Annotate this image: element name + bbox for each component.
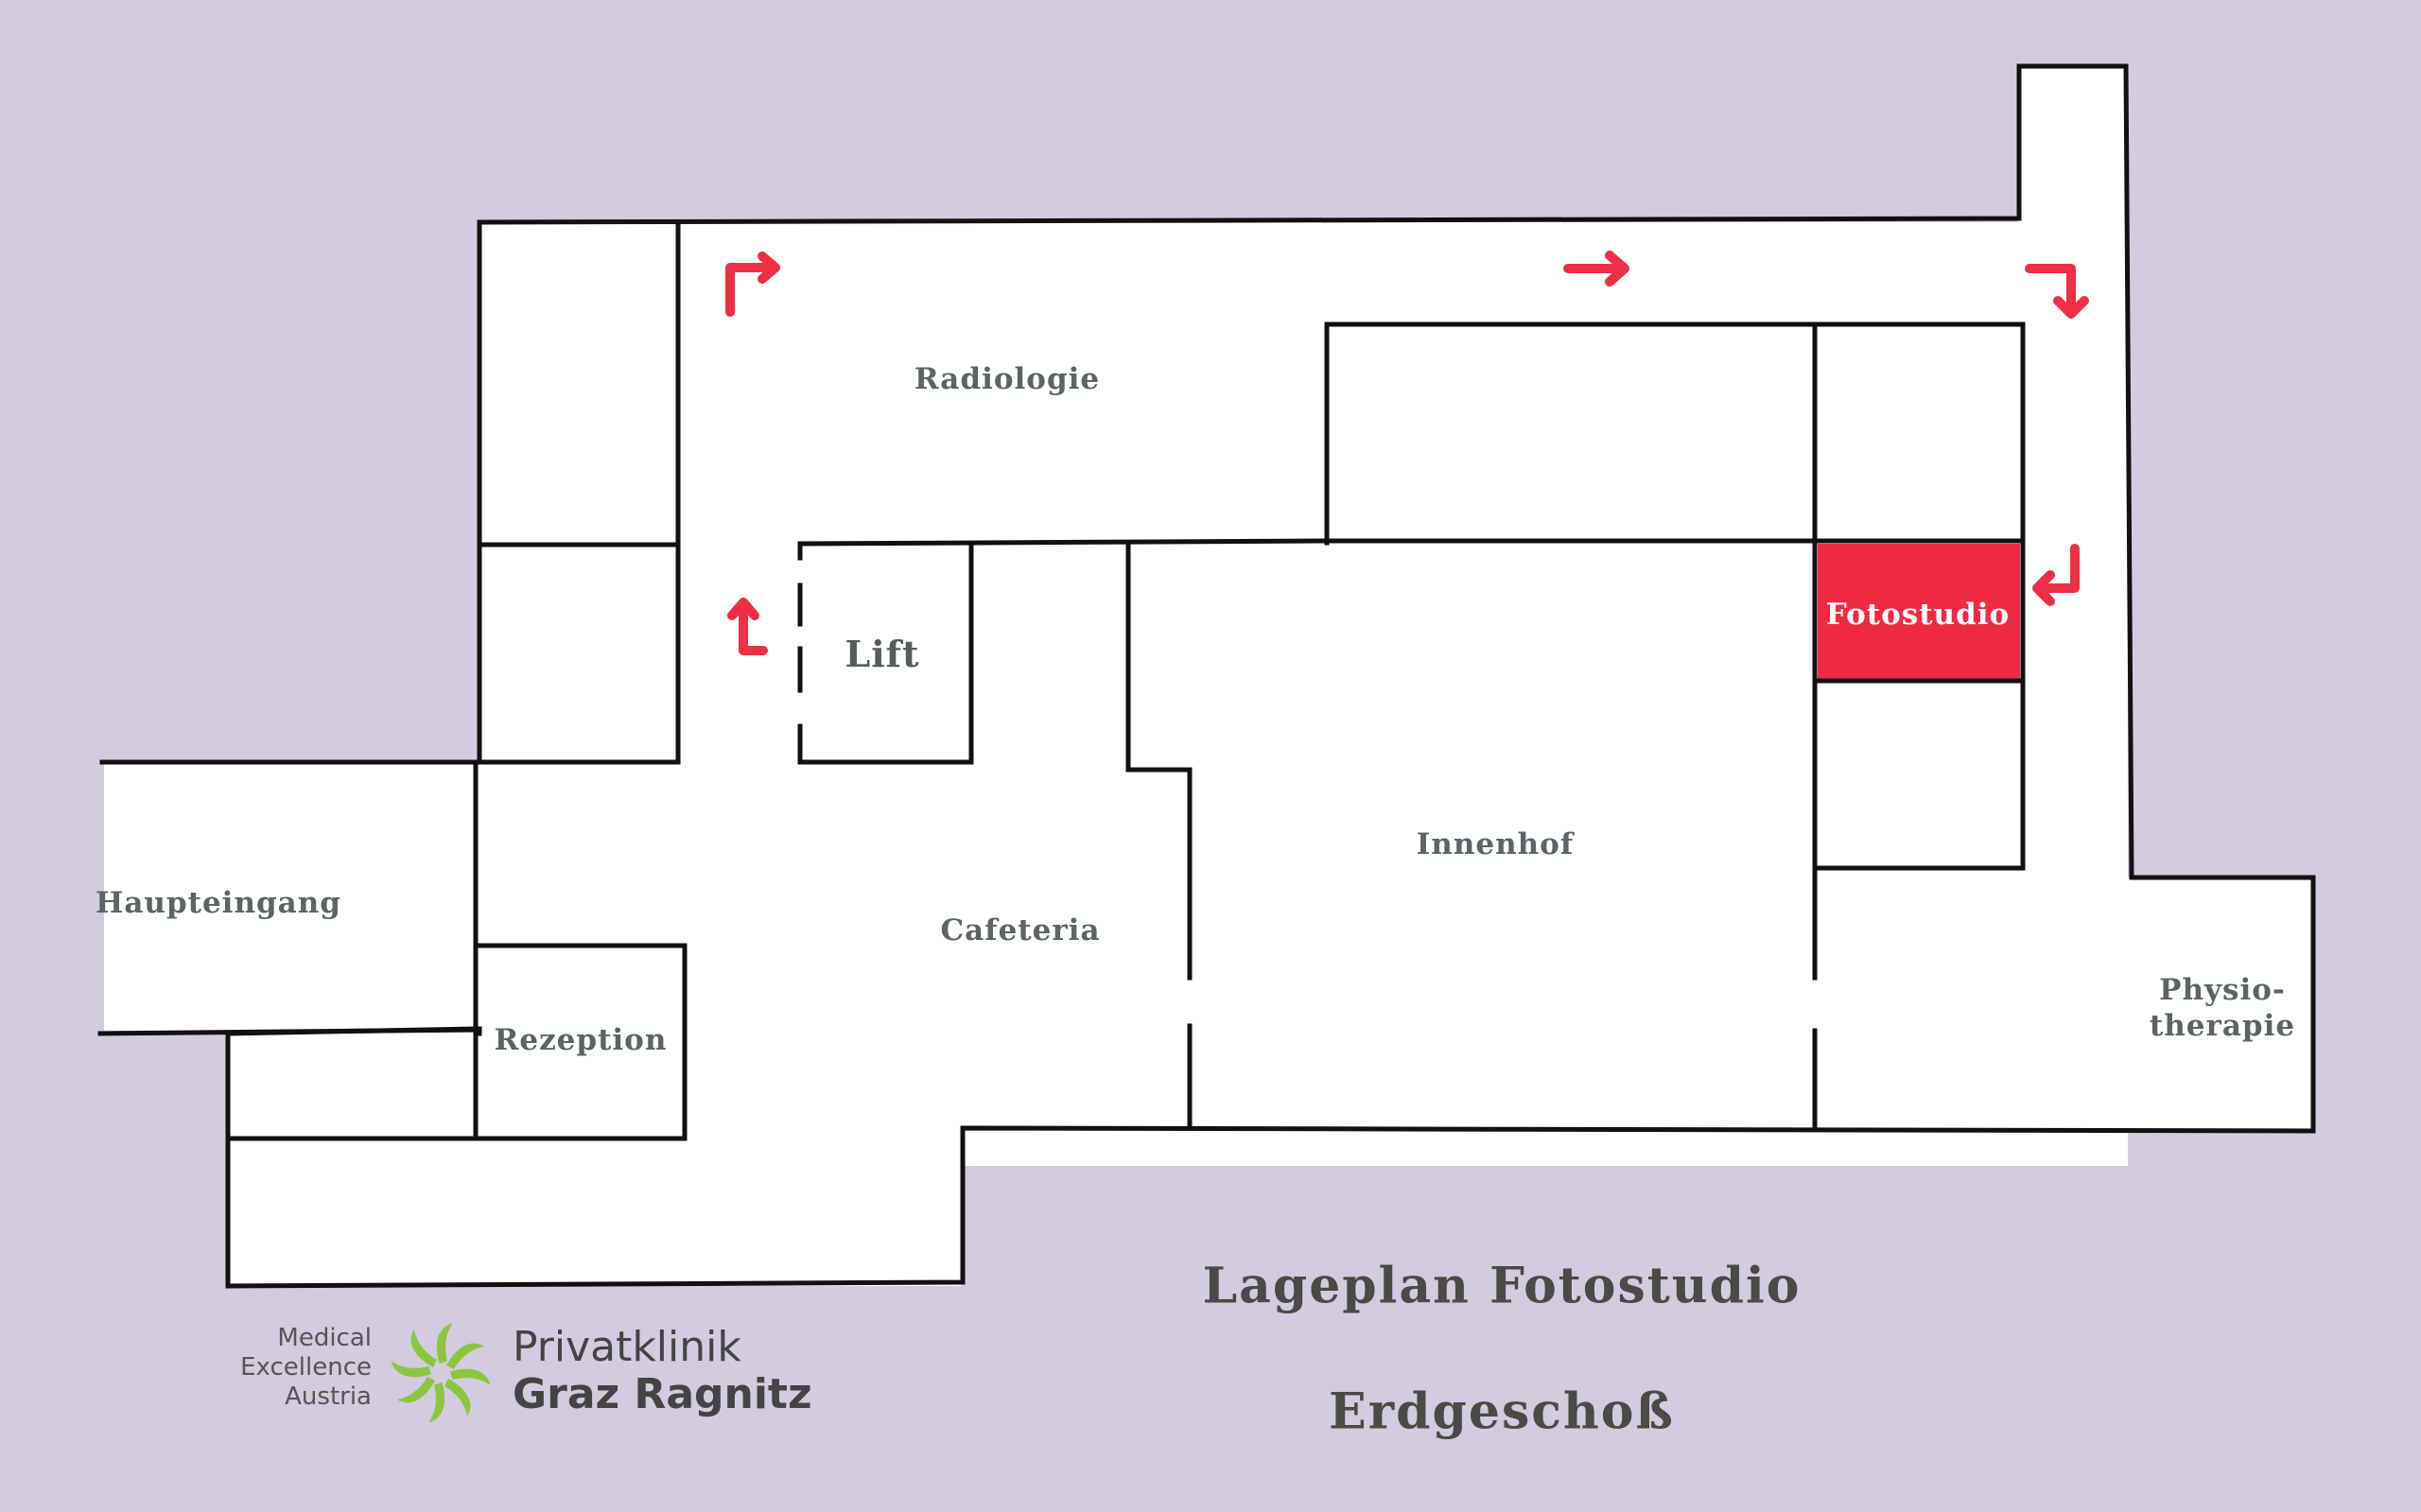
radiologie-label: Radiologie — [914, 362, 1101, 396]
cafeteria-label: Cafeteria — [940, 913, 1101, 947]
physio-line-2: therapie — [2149, 1009, 2296, 1043]
arrow-down-left-icon — [2032, 544, 2080, 606]
haupteingang-label: Haupteingang — [96, 886, 341, 920]
arrow-right-icon — [1563, 251, 1629, 287]
fotostudio-label: Fotostudio — [1825, 598, 2011, 632]
map-subtitle: Erdgeschoß — [1329, 1382, 1675, 1441]
logo-tagline-line: Medical — [277, 1324, 372, 1352]
physiotherapie-label: Physio- therapie — [2150, 972, 2295, 1044]
lift-label: Lift — [845, 633, 920, 675]
logo-tagline-line: Austria — [285, 1382, 372, 1411]
swirl-logo-icon — [391, 1323, 491, 1423]
rezeption-label: Rezeption — [494, 1023, 668, 1057]
logo-tagline: Medical Excellence Austria — [175, 1324, 372, 1412]
fotostudio-room-highlight — [1818, 544, 2020, 679]
logo-wordmark: Privatklinik Graz Ragnitz — [513, 1324, 812, 1418]
innenhof-label: Innenhof — [1416, 827, 1575, 861]
map-title: Lageplan Fotostudio — [1202, 1257, 1802, 1315]
walls — [97, 63, 2316, 1289]
arrow-up-left-icon — [727, 598, 768, 655]
logo-name-line-2: Graz Ragnitz — [513, 1370, 812, 1418]
arrow-up-right-icon — [725, 252, 780, 317]
logo-name-line-1: Privatklinik — [513, 1323, 741, 1371]
physio-line-1: Physio- — [2159, 973, 2286, 1007]
arrow-right-down-icon — [2025, 264, 2089, 319]
floor-area — [104, 66, 2313, 1286]
logo-tagline-line: Excellence — [240, 1353, 372, 1382]
